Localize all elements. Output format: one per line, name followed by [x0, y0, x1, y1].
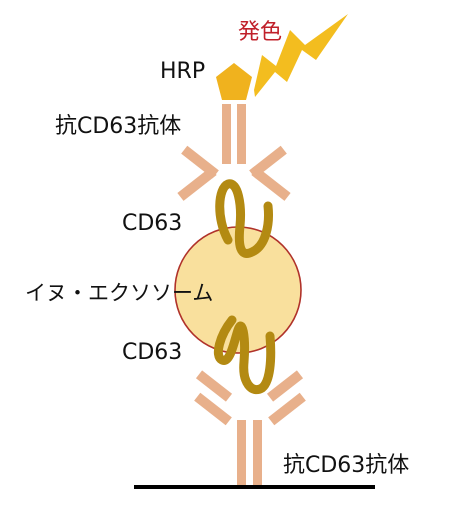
capture-antibody-label: 抗CD63抗体 — [283, 453, 410, 478]
cd63-protein-top — [215, 179, 273, 258]
cd63-bottom-label: CD63 — [122, 340, 183, 365]
cd63-protein-bottom — [213, 315, 276, 394]
signal-label: 発色 — [238, 20, 283, 45]
detection-antibody — [177, 104, 291, 201]
capture-antibody — [194, 370, 306, 486]
hrp-label: HRP — [160, 59, 206, 84]
cd63-top-label: CD63 — [122, 211, 183, 236]
hrp-enzyme-shape — [216, 63, 252, 100]
exosome-label: イヌ・エクソソーム — [25, 281, 214, 305]
signal-lightning-icon — [254, 14, 348, 97]
detection-antibody-label: 抗CD63抗体 — [55, 114, 182, 139]
